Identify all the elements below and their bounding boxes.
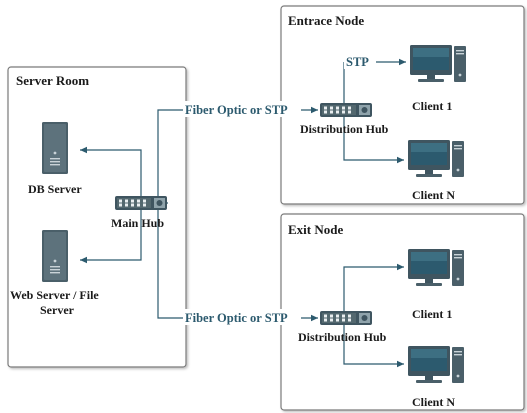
exit-node-title: Exit Node	[288, 222, 343, 237]
stp-label-bg	[344, 54, 376, 69]
server-room-title: Server Room	[16, 73, 89, 88]
entrance-client-1-label: Client 1	[412, 99, 452, 113]
server-tower-icon	[42, 122, 68, 174]
link-label-to-exit: Fiber Optic or STP	[185, 311, 288, 325]
wire-hub-to-db-server	[80, 146, 142, 198]
wire-exit-hub-to-client-1	[343, 263, 404, 312]
wire-exit-hub-to-client-n	[343, 324, 404, 368]
link-label-to-entrance: Fiber Optic or STP	[185, 103, 288, 117]
entrance-node-title: Entrace Node	[288, 13, 364, 28]
exit-hub-label: Distribution Hub	[298, 330, 387, 344]
server-tower-icon	[42, 230, 68, 282]
network-hub-icon	[320, 311, 372, 325]
exit-client-n-label: Client N	[412, 395, 455, 409]
stp-label: STP	[346, 55, 369, 69]
wire-hub-to-web-server	[80, 208, 142, 264]
web-server-label-line1: Web Server / File	[10, 288, 99, 302]
db-server-label: DB Server	[28, 182, 82, 196]
exit-client-1-label: Client 1	[412, 307, 452, 321]
network-hub-icon	[115, 196, 167, 210]
web-server-label-line2: Server	[40, 303, 75, 317]
main-hub-label: Main Hub	[111, 216, 164, 230]
exit-node-panel	[280, 213, 525, 411]
link-label-bg-exit	[183, 309, 301, 325]
entrance-node-panel	[280, 5, 525, 205]
entrance-hub-label: Distribution Hub	[300, 122, 389, 136]
link-label-bg-entrance	[183, 101, 301, 117]
wire-entrance-hub-to-client-n	[343, 116, 404, 164]
wire-main-hub-trunk-lower	[157, 203, 184, 319]
entrance-client-n-label: Client N	[412, 188, 455, 202]
network-hub-icon	[320, 103, 372, 117]
